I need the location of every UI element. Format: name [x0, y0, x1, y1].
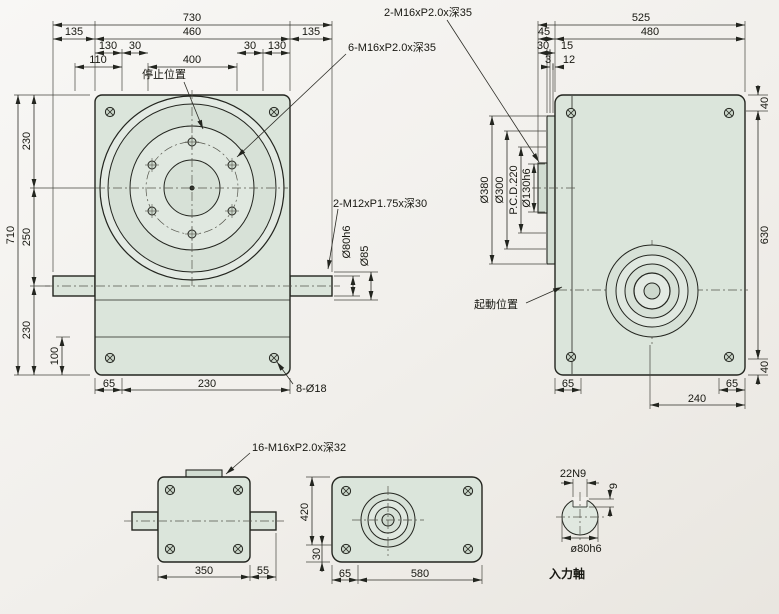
side-bottom-dimensions: 65 65 240 — [554, 345, 746, 409]
dim-460: 460 — [183, 26, 201, 38]
dim-230-top: 230 — [21, 132, 33, 150]
corner-screw — [104, 106, 116, 118]
dim-55: 55 — [257, 565, 269, 577]
base-bolt-hole — [104, 352, 116, 364]
dim-key-depth: 9 — [608, 483, 620, 489]
dim-65-left: 65 — [562, 378, 574, 390]
dim-230-bot: 230 — [198, 378, 216, 390]
dim-30: 30 — [537, 40, 549, 52]
dim-d300: Ø300 — [494, 177, 506, 204]
stop-position-callout: 停止位置 — [142, 67, 204, 130]
dim-135-left: 135 — [65, 26, 83, 38]
label-2-m16-tap: 2-M16xP2.0x深35 — [384, 6, 472, 19]
side-diameter-dimensions: Ø380 Ø300 P.C.D.220 Ø130h6 — [479, 115, 546, 265]
small-side-view: 16-M16xP2.0x深32 350 55 — [124, 441, 346, 581]
front-left-dimensions: 710 230 250 230 100 — [5, 94, 96, 376]
dim-30-right: 30 — [244, 40, 256, 52]
dim-350: 350 — [195, 565, 213, 577]
side-right-dimensions: 40 630 40 — [746, 85, 771, 385]
dim-525: 525 — [632, 12, 650, 24]
corner-screw — [232, 543, 244, 555]
dial-edge — [546, 115, 556, 265]
dim-580: 580 — [411, 568, 429, 580]
corner-screw — [340, 485, 352, 497]
side-callouts: 2-M16xP2.0x深35 6-M16xP2.0x深35 起動位置 — [236, 6, 563, 311]
bottom-view: 420 30 65 580 — [299, 476, 483, 584]
dim-12: 12 — [563, 54, 575, 66]
dim-630: 630 — [759, 226, 771, 244]
dim-130-left: 130 — [99, 40, 117, 52]
dim-65-bottom: 65 — [339, 568, 351, 580]
corner-screw — [164, 543, 176, 555]
label-6-m16-tap: 6-M16xP2.0x深35 — [348, 41, 436, 54]
dim-45: 45 — [538, 26, 550, 38]
dim-shaft-d85: Ø85 — [359, 246, 371, 267]
small-side-bottom-dimensions: 350 55 — [157, 533, 277, 581]
front-view: 730 135 460 135 130 30 30 130 110 400 — [5, 12, 427, 395]
label-input-shaft: 入力軸 — [549, 566, 585, 581]
label-shaft-tap: 2-M12xP1.75x深30 — [333, 197, 427, 210]
side-top-dimensions: 525 45 480 30 15 3 12 — [537, 12, 746, 160]
dim-480: 480 — [641, 26, 659, 38]
front-shaft-dimensions: Ø80h6 Ø85 2-M12xP1.75x深30 — [327, 197, 427, 301]
dim-d380: Ø380 — [479, 177, 491, 204]
front-top-dimensions: 730 135 460 135 130 30 30 130 110 400 — [52, 12, 333, 272]
dim-shaft-d80: Ø80h6 — [341, 225, 353, 258]
corner-screw — [164, 484, 176, 496]
housing-small — [157, 476, 251, 563]
input-shaft-detail: 22N9 9 ø80h6 入力軸 — [549, 468, 620, 581]
label-start-position: 起動位置 — [474, 297, 518, 311]
dim-400: 400 — [183, 54, 201, 66]
dim-110: 110 — [89, 54, 107, 66]
dim-d130: Ø130h6 — [521, 168, 533, 207]
dim-3: 3 — [545, 54, 551, 66]
label-stop-position: 停止位置 — [142, 67, 186, 81]
dim-730: 730 — [183, 12, 201, 24]
corner-screw — [565, 351, 577, 363]
keyway-dimensions: 22N9 9 ø80h6 — [560, 468, 620, 555]
dim-15: 15 — [561, 40, 573, 52]
dim-30-bottom: 30 — [311, 548, 323, 560]
corner-screw — [462, 485, 474, 497]
side-view: 525 45 480 30 15 3 12 40 630 — [236, 6, 771, 409]
corner-screw — [462, 543, 474, 555]
bottom-view-dimensions: 420 30 65 580 — [299, 476, 483, 584]
dim-420: 420 — [299, 503, 311, 521]
dim-230-bottom: 230 — [21, 321, 33, 339]
corner-screw — [723, 351, 735, 363]
dim-240: 240 — [688, 393, 706, 405]
dim-250: 250 — [21, 228, 33, 246]
dim-pcd220: P.C.D.220 — [508, 165, 520, 214]
dim-40-bottom: 40 — [759, 361, 771, 373]
dim-40-top: 40 — [759, 97, 771, 109]
corner-screw — [268, 106, 280, 118]
dim-65: 65 — [103, 378, 115, 390]
front-bottom-dimensions: 65 230 8-Ø18 — [94, 361, 327, 395]
corner-screw — [565, 107, 577, 119]
corner-screw — [723, 107, 735, 119]
corner-screw — [340, 543, 352, 555]
dim-710: 710 — [5, 226, 17, 244]
label-8-holes: 8-Ø18 — [296, 383, 327, 395]
dim-100: 100 — [49, 347, 61, 365]
corner-screw — [232, 484, 244, 496]
dim-130-right: 130 — [268, 40, 286, 52]
dim-135-right: 135 — [302, 26, 320, 38]
dim-shaft-dia: ø80h6 — [570, 543, 601, 555]
base-bolt-hole — [268, 352, 280, 364]
label-16-m16-tap: 16-M16xP2.0x深32 — [252, 441, 346, 454]
dim-65-right: 65 — [726, 378, 738, 390]
dim-22n9: 22N9 — [560, 468, 586, 480]
input-shaft-boss — [605, 244, 699, 338]
dim-30-left: 30 — [129, 40, 141, 52]
index-dial — [96, 90, 288, 288]
